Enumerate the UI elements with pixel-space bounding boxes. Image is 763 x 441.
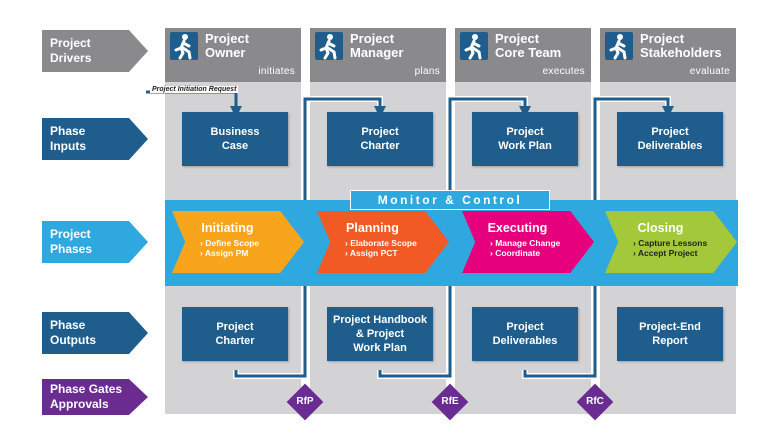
person-running-icon	[460, 32, 488, 60]
output-box-handbook-work-plan: Project Handbook & Project Work Plan	[327, 307, 433, 361]
row-label-drivers: Project Drivers	[42, 30, 148, 72]
column-header-stakeholders: Project Stakeholders evaluate	[600, 28, 736, 82]
column-core-team-title: Project Core Team	[495, 31, 562, 60]
input-box-deliverables: Project Deliverables	[617, 112, 723, 166]
person-running-icon	[170, 32, 198, 60]
gate-label: RfE	[441, 396, 459, 407]
row-label-phases: Project Phases	[42, 221, 148, 263]
column-manager-verb: plans	[414, 66, 440, 77]
phase-title: Initiating	[201, 221, 254, 235]
gate-diamond-rfp: RfP	[286, 383, 324, 421]
phase-arrow-initiating: Initiating Define Scope Assign PM	[172, 211, 304, 273]
column-owner-verb: initiates	[258, 66, 295, 77]
column-header-core-team: Project Core Team executes	[455, 28, 591, 82]
column-manager-title: Project Manager	[350, 31, 404, 60]
phase-arrow-executing: Executing Manage Change Coordinate	[462, 211, 594, 273]
phase-item: Assign PM	[200, 248, 259, 258]
row-label-gates: Phase Gates Approvals	[42, 379, 148, 415]
phase-title: Executing	[487, 221, 548, 235]
output-box-deliverables: Project Deliverables	[472, 307, 578, 361]
person-running-icon	[315, 32, 343, 60]
input-box-business-case: Business Case	[182, 112, 288, 166]
phase-item: Coordinate	[490, 248, 560, 258]
phase-item: Capture Lessons	[633, 238, 707, 248]
column-owner-title: Project Owner	[205, 31, 250, 60]
phase-title: Closing	[637, 221, 684, 235]
phase-items: Elaborate Scope Assign PCT	[345, 238, 417, 258]
input-box-project-charter: Project Charter	[327, 112, 433, 166]
output-box-project-charter: Project Charter	[182, 307, 288, 361]
column-header-owner: Project Owner initiates	[165, 28, 301, 82]
phase-items: Define Scope Assign PM	[200, 238, 259, 258]
gate-diamond-rfe: RfE	[431, 383, 469, 421]
phase-item: Define Scope	[200, 238, 259, 248]
column-core-team-verb: executes	[542, 66, 585, 77]
column-stakeholders-title: Project Stakeholders	[640, 31, 722, 60]
row-label-outputs: Phase Outputs	[42, 312, 148, 354]
gate-label: RfC	[586, 396, 604, 407]
initiation-request-label: Project Initiation Request	[150, 86, 239, 93]
phase-items: Manage Change Coordinate	[490, 238, 560, 258]
row-label-inputs: Phase Inputs	[42, 118, 148, 160]
column-header-manager: Project Manager plans	[310, 28, 446, 82]
phase-items: Capture Lessons Accept Project	[633, 238, 707, 258]
gate-label: RfP	[296, 396, 314, 407]
column-stakeholders-verb: evaluate	[689, 66, 730, 77]
phase-item: Accept Project	[633, 248, 707, 258]
output-box-end-report: Project-End Report	[617, 307, 723, 361]
phase-arrow-planning: Planning Elaborate Scope Assign PCT	[317, 211, 449, 273]
gate-diamond-rfc: RfC	[576, 383, 614, 421]
phase-arrow-closing: Closing Capture Lessons Accept Project	[605, 211, 737, 273]
phase-title: Planning	[346, 221, 399, 235]
phase-item: Assign PCT	[345, 248, 417, 258]
monitor-control-label: Monitor & Control	[350, 190, 550, 210]
input-box-work-plan: Project Work Plan	[472, 112, 578, 166]
phase-item: Elaborate Scope	[345, 238, 417, 248]
phase-item: Manage Change	[490, 238, 560, 248]
person-running-icon	[605, 32, 633, 60]
